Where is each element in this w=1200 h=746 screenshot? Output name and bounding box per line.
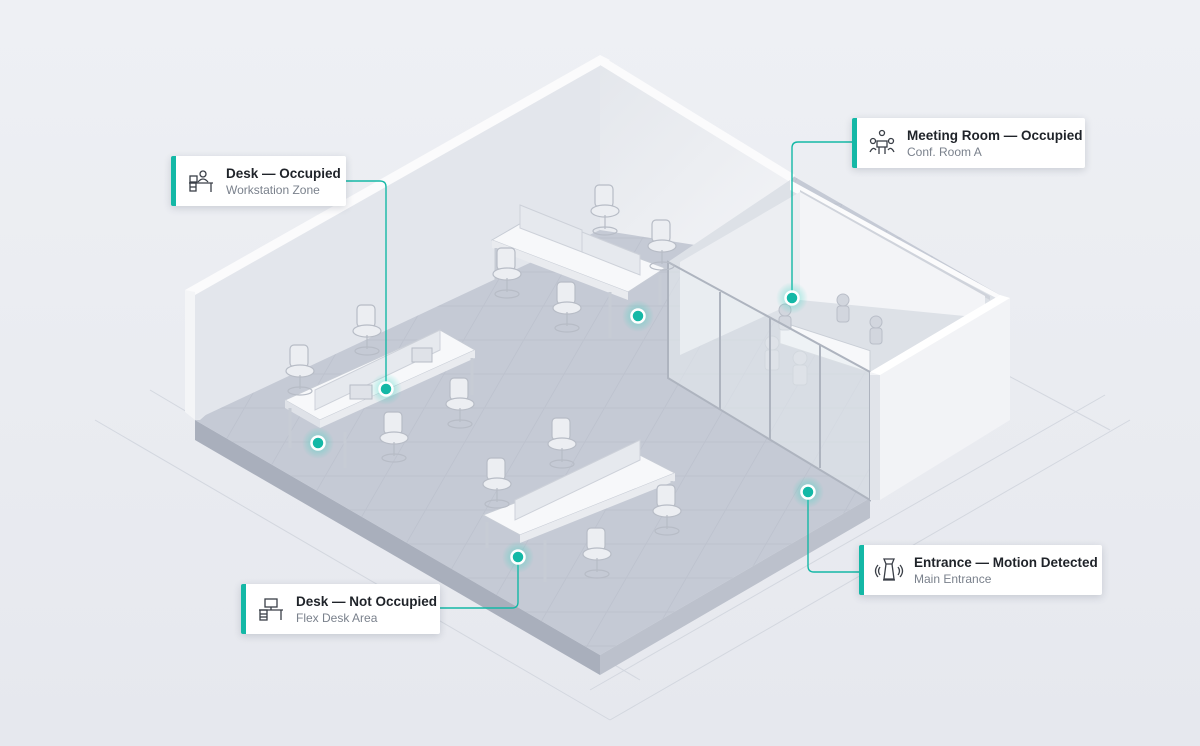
callout-title: Desk — Not Occupied: [296, 593, 438, 609]
left-wall-cap: [185, 290, 195, 420]
sensor-desk-occupied: [370, 373, 402, 405]
meeting-room-front-wall: [870, 295, 1010, 500]
sensor-top-desks: [622, 300, 654, 332]
callout-subtitle: Workstation Zone: [226, 182, 320, 197]
back-left-wall-top: [185, 55, 610, 295]
desk-empty-icon: [259, 598, 283, 621]
meeting-people-icon: [869, 129, 895, 154]
sensor-meeting-room: [776, 282, 808, 314]
back-left-wall-face: [195, 65, 600, 420]
callout-desk-occupied[interactable]: Desk — Occupied Workstation Zone: [171, 156, 346, 206]
back-right-wall-top: [600, 55, 795, 182]
callout-meeting-room[interactable]: Meeting Room — Occupied Conf. Room A: [852, 118, 1085, 168]
motion-sensor-icon: [874, 558, 904, 581]
connector-meeting-room: [791, 141, 853, 298]
meeting-room: [667, 180, 1010, 502]
callout-subtitle: Conf. Room A: [907, 144, 982, 159]
meeting-room-side-wall: [800, 192, 985, 318]
connector-desk-free: [440, 557, 519, 609]
office-chairs: [285, 184, 682, 579]
callout-title: Meeting Room — Occupied: [907, 127, 1083, 143]
floor-slab-edge-right: [600, 498, 870, 675]
desk-user-icon: [189, 170, 213, 192]
sensor-desk-free: [502, 541, 534, 573]
callout-title: Entrance — Motion Detected: [914, 554, 1098, 570]
connector-desk-occupied: [345, 180, 387, 388]
callout-connectors: [345, 141, 860, 609]
sensor-desk-area: [302, 427, 334, 459]
floor-slab-edge: [195, 420, 600, 675]
callout-subtitle: Main Entrance: [914, 571, 992, 586]
occupancy-sensors: [302, 282, 824, 573]
back-right-wall: [600, 65, 790, 260]
callout-entrance[interactable]: Entrance — Motion Detected Main Entrance: [859, 545, 1102, 595]
sensor-entrance: [792, 476, 824, 508]
callout-subtitle: Flex Desk Area: [296, 610, 378, 625]
connector-entrance: [807, 492, 860, 573]
callout-title: Desk — Occupied: [226, 165, 341, 181]
workstation-desks: [283, 204, 677, 582]
callout-desk-free[interactable]: Desk — Not Occupied Flex Desk Area: [241, 584, 440, 634]
